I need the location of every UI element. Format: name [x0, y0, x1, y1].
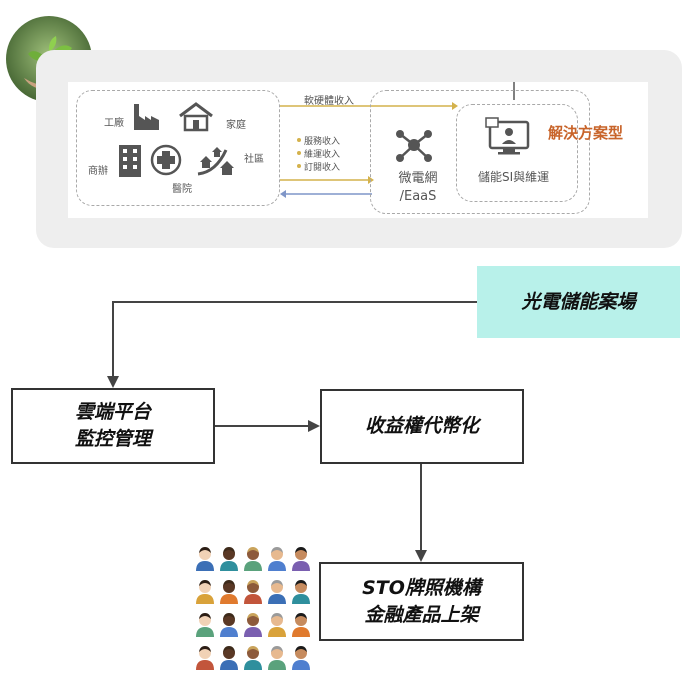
- solution-diagram: 工廠 家庭 商辦 醫院 社區 軟硬體收入: [68, 82, 648, 218]
- community-label: 社區: [244, 154, 264, 165]
- microgrid-group: [370, 90, 590, 214]
- cloud-platform-box: 雲端平台 監控管理: [11, 388, 215, 464]
- person-avatar-icon: [242, 544, 264, 575]
- service-revenue-label: 服務收入: [304, 137, 341, 147]
- factory-label: 工廠: [104, 118, 124, 129]
- person-avatar-icon: [194, 643, 216, 674]
- subscription-revenue-label: 訂閱收入: [304, 163, 341, 173]
- cloud-platform-label: 雲端平台 監控管理: [74, 401, 151, 450]
- person-avatar-icon: [266, 544, 288, 575]
- revenue-arrows: [280, 82, 515, 198]
- si-maintenance-label: 儲能SI與維運: [478, 170, 550, 184]
- pv-storage-site-label: 光電儲能案場: [521, 290, 636, 313]
- person-avatar-icon: [266, 577, 288, 608]
- si-group: [456, 104, 578, 202]
- person-avatar-icon: [266, 643, 288, 674]
- community-houses-icon: [197, 147, 234, 176]
- sto-licensed-institution-label: STO牌照機構 金融產品上架: [362, 576, 481, 626]
- person-avatar-icon: [218, 610, 240, 641]
- microgrid-label: 微電網 /EaaS: [398, 171, 438, 204]
- bullet-dots: [297, 138, 301, 168]
- diverse-people-illustration: [194, 544, 312, 670]
- hospital-cross-icon: [150, 144, 182, 176]
- person-avatar-icon: [290, 577, 312, 608]
- person-avatar-icon: [194, 610, 216, 641]
- person-avatar-icon: [242, 610, 264, 641]
- person-avatar-icon: [194, 544, 216, 575]
- factory-icon: [134, 104, 159, 130]
- person-avatar-icon: [290, 643, 312, 674]
- hospital-label: 醫院: [172, 184, 192, 195]
- users-group: [76, 90, 280, 206]
- network-node-icon: [396, 130, 432, 162]
- person-avatar-icon: [266, 610, 288, 641]
- person-avatar-icon: [290, 610, 312, 641]
- pv-storage-site-box: 光電儲能案場: [477, 266, 680, 338]
- person-avatar-icon: [242, 577, 264, 608]
- person-avatar-icon: [194, 577, 216, 608]
- monitor-user-icon: [485, 117, 530, 155]
- revenue-tokenization-box: 收益權代幣化: [320, 389, 524, 464]
- hardware-revenue-label: 軟硬體收入: [304, 96, 354, 107]
- home-label: 家庭: [226, 120, 246, 131]
- person-avatar-icon: [242, 643, 264, 674]
- person-avatar-icon: [218, 577, 240, 608]
- person-avatar-icon: [290, 544, 312, 575]
- maintenance-revenue-label: 維運收入: [304, 150, 341, 160]
- office-building-icon: [119, 145, 141, 177]
- person-avatar-icon: [218, 544, 240, 575]
- sto-licensed-institution-box: STO牌照機構 金融產品上架: [319, 562, 524, 641]
- revenue-tokenization-label: 收益權代幣化: [364, 415, 479, 437]
- home-icon: [179, 102, 213, 132]
- solution-type-label: 解決方案型: [548, 124, 624, 142]
- person-avatar-icon: [218, 643, 240, 674]
- office-label: 商辦: [88, 166, 108, 177]
